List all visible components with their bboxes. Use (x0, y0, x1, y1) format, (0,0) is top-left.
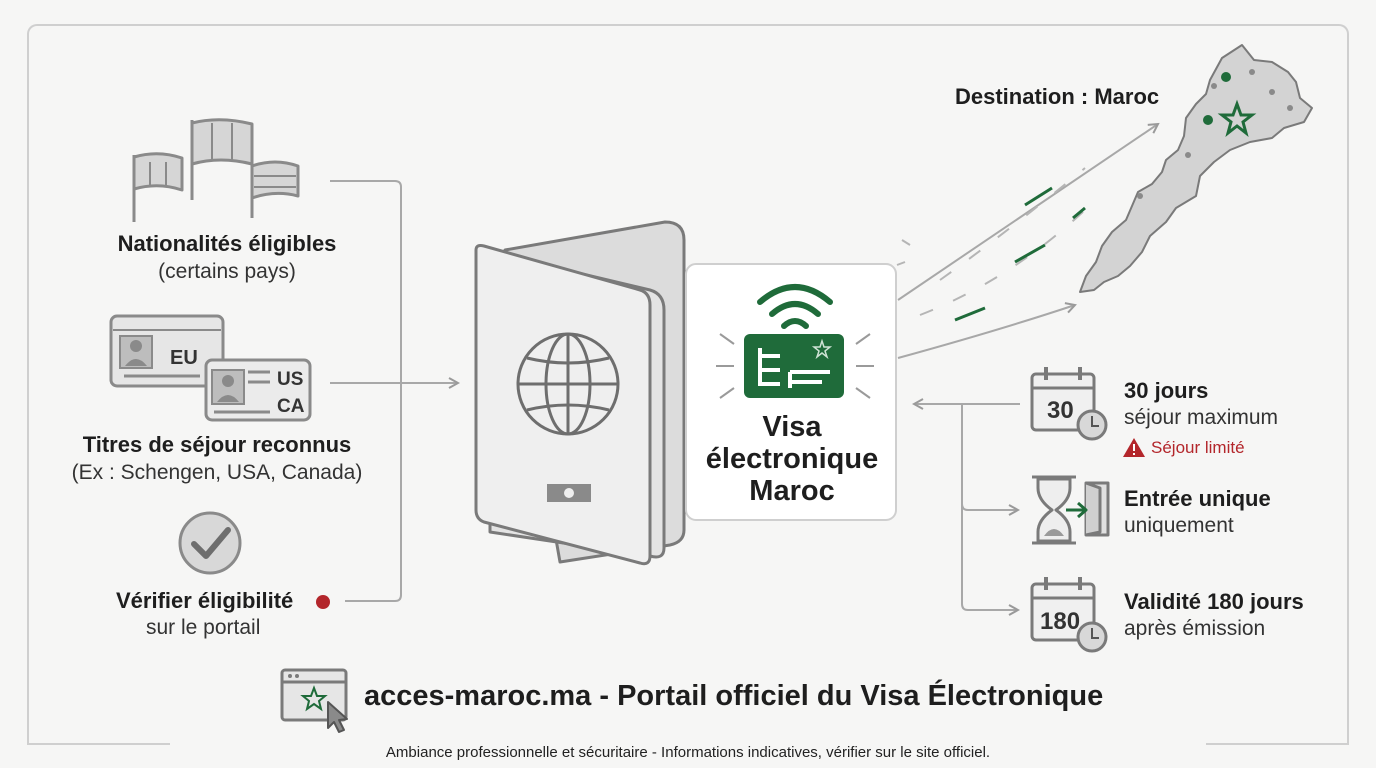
destination-label: Destination : Maroc (955, 84, 1160, 109)
warning-icon (1123, 438, 1145, 457)
validity-sub: après émission (1124, 617, 1266, 640)
nationalities-title: Nationalités éligibles (117, 231, 337, 256)
passport-icon (474, 220, 686, 566)
footer-note: Ambiance professionnelle et sécuritaire … (385, 744, 991, 761)
left-bracket-connector (330, 180, 402, 602)
visa-line-1: Visa (762, 411, 822, 443)
right-connector (914, 404, 1020, 610)
residence-title: Titres de séjour reconnus (82, 432, 352, 457)
portal-link[interactable]: acces-maroc.ma - Portail officiel du Vis… (364, 680, 1104, 712)
entry-sub: uniquement (1124, 514, 1234, 537)
wifi-icon (757, 284, 833, 329)
calendar-30-icon (1030, 367, 1108, 441)
id-cards-icon (109, 314, 312, 422)
alert-dot (316, 595, 330, 609)
badge-ca: CA (277, 396, 305, 417)
stay-sub: séjour maximum (1124, 406, 1279, 429)
entry-title: Entrée unique (1124, 486, 1271, 511)
verify-sub: sur le portail (146, 616, 261, 639)
morocco-map-icon (1079, 44, 1313, 293)
calendar-180-icon (1030, 577, 1108, 653)
stay-title: 30 jours (1124, 378, 1209, 403)
validity-title: Validité 180 jours (1124, 589, 1304, 614)
hourglass-door-icon (1032, 475, 1110, 545)
outer-frame (27, 24, 1349, 744)
arrows-to-destination (896, 124, 1158, 359)
badge-us: US (277, 369, 303, 390)
visa-line-2: électronique (705, 443, 879, 475)
nationalities-sub: (certains pays) (158, 260, 296, 283)
residence-sub: (Ex : Schengen, USA, Canada) (71, 461, 363, 484)
evisa-chip-icon (716, 333, 874, 399)
cursor-icon (327, 701, 348, 733)
stay-warning: Séjour limité (1151, 438, 1245, 457)
visa-card-title: Visa électronique Maroc (690, 411, 894, 507)
calendar-180-number: 180 (1040, 608, 1080, 635)
calendar-30-number: 30 (1047, 397, 1074, 424)
badge-eu: EU (170, 347, 198, 369)
frame-bottom-right (1206, 743, 1349, 745)
verify-title[interactable]: Vérifier éligibilité (116, 588, 294, 613)
flags-icon (132, 118, 300, 222)
check-circle-icon (178, 511, 242, 575)
frame-bottom-left (27, 743, 170, 745)
visa-line-3: Maroc (749, 475, 835, 507)
